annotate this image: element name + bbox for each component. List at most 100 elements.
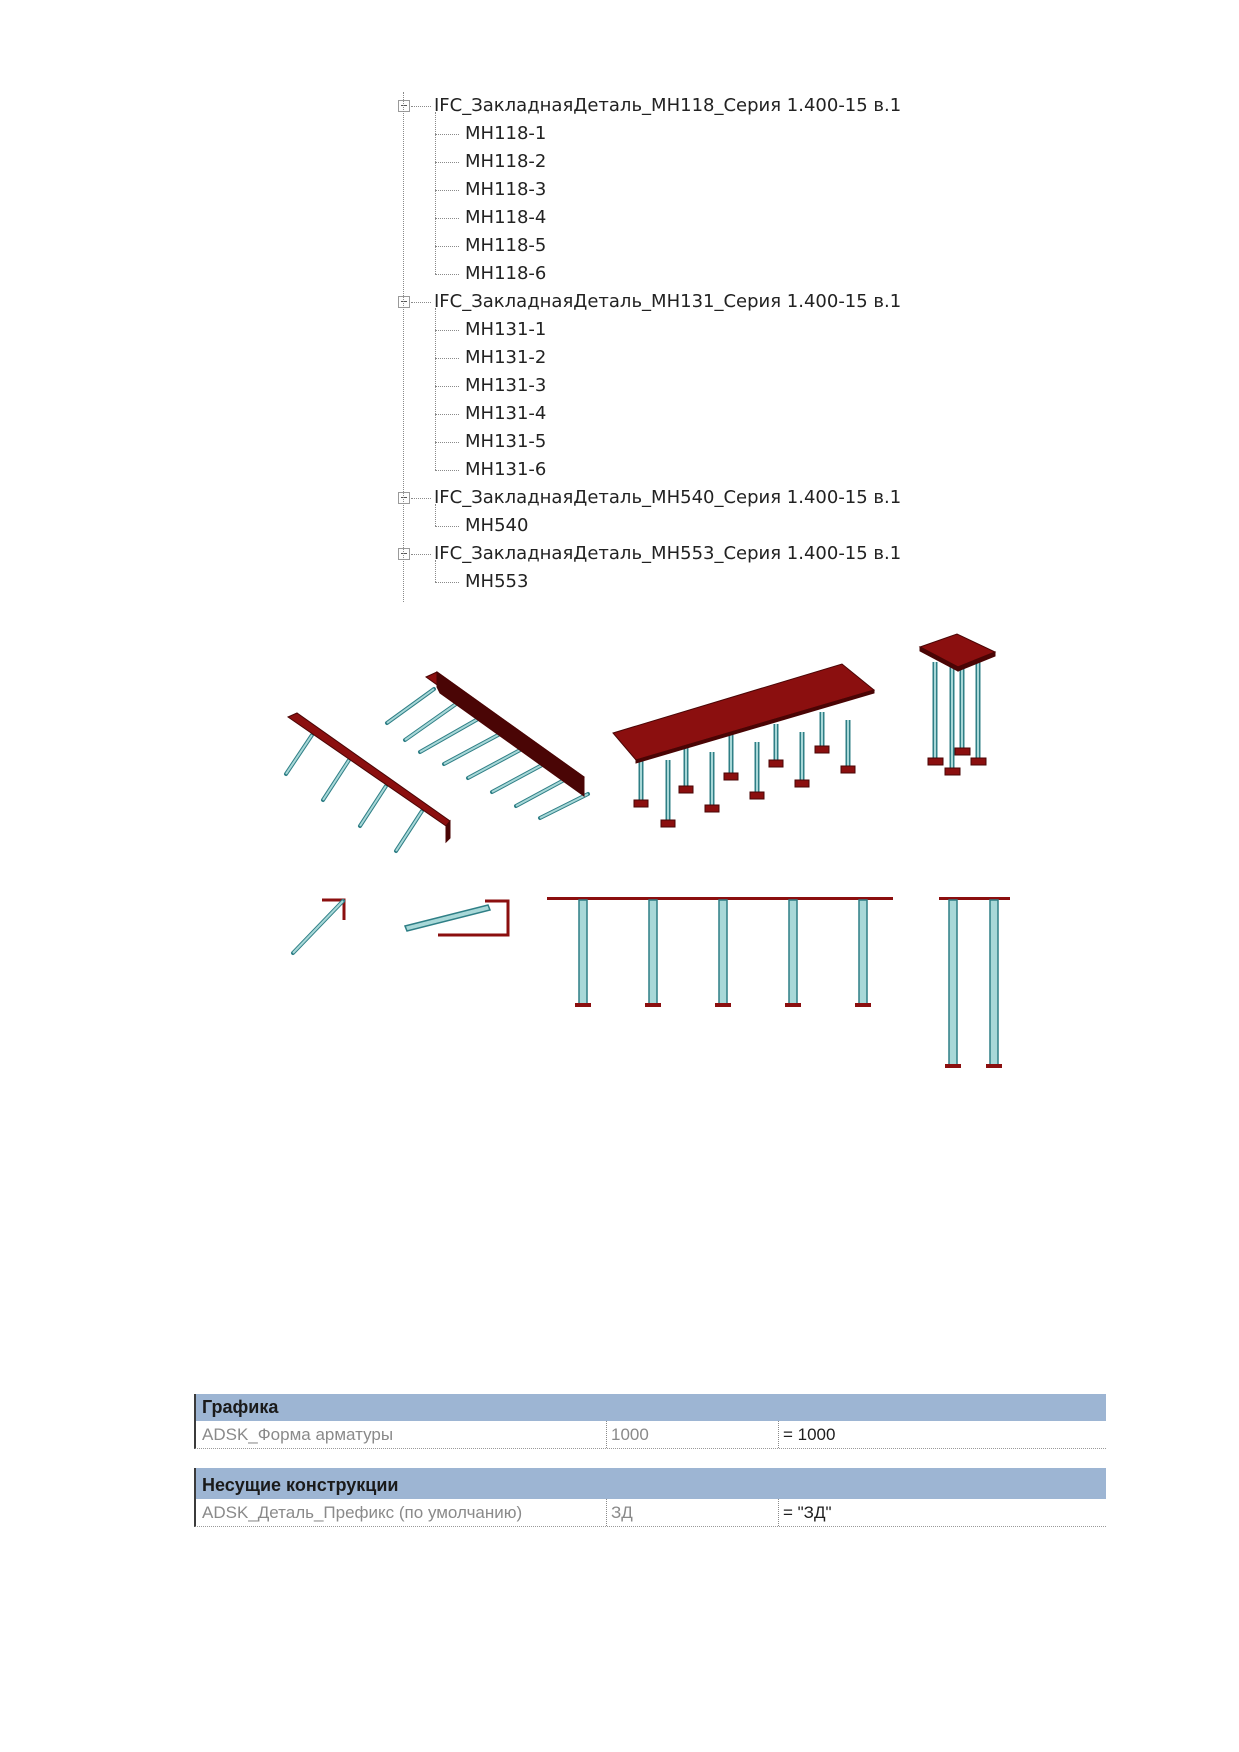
mh540-plate (612, 663, 876, 761)
mh118-anchor-rods (284, 733, 424, 853)
mh540-foot-elev (715, 1003, 731, 1007)
tree-leaf-node[interactable]: МН131-1 (465, 319, 547, 340)
mh540-foot (633, 799, 649, 808)
tree-connector (435, 414, 459, 415)
tree-connector (435, 560, 436, 582)
tree-connector (435, 274, 459, 275)
collapse-toggle-icon[interactable] (398, 548, 410, 560)
section-divider (194, 1468, 1106, 1472)
property-row[interactable]: ADSK_Деталь_Префикс (по умолчанию) ЗД = … (194, 1499, 1106, 1527)
mh553-plate-edge (939, 897, 1010, 900)
tree-group-node[interactable]: IFC_ЗакладнаяДеталь_МН131_Серия 1.400-15… (434, 291, 902, 312)
mh553-rod-feet (927, 747, 987, 776)
mh540-foot (814, 745, 830, 754)
rod-highlight (292, 900, 344, 954)
parameter-value[interactable]: 1000 (606, 1421, 649, 1448)
parameter-formula[interactable]: = 1000 (778, 1421, 835, 1448)
tree-connector (435, 526, 459, 527)
parameter-formula[interactable]: = "ЗД" (778, 1499, 832, 1526)
tree-leaf-node[interactable]: МН131-4 (465, 403, 547, 424)
tree-connector (435, 358, 459, 359)
tree-group-node[interactable]: IFC_ЗакладнаяДеталь_МН118_Серия 1.400-15… (434, 95, 902, 116)
mh553-foot (944, 767, 961, 776)
mh540-feet-elevation (575, 1003, 871, 1007)
tree-connector (435, 308, 436, 470)
iso-view-mh540 (612, 663, 876, 828)
mh540-rod-elev (578, 899, 588, 1005)
mh540-foot-elev (855, 1003, 871, 1007)
tree-leaf-node[interactable]: МН118-2 (465, 151, 547, 172)
tree-leaf-node[interactable]: МН131-6 (465, 459, 547, 480)
mh553-foot (927, 757, 944, 766)
rod-highlight (359, 785, 387, 827)
mh118-plate-side (445, 819, 451, 844)
tree-leaf-node[interactable]: МН118-6 (465, 263, 547, 284)
mh553-rod-elev (989, 899, 999, 1066)
tree-leaf-node[interactable]: МН118-4 (465, 207, 547, 228)
collapse-toggle-icon[interactable] (398, 296, 410, 308)
tree-leaf-node[interactable]: МН118-1 (465, 123, 547, 144)
mh131-angle (438, 899, 510, 937)
mh553-foot (970, 757, 987, 766)
rod-highlight (467, 748, 523, 779)
rod-highlight (539, 793, 589, 819)
mh553-foot (954, 747, 971, 756)
tree-connector (435, 442, 459, 443)
elevation-view-mh540 (547, 897, 893, 1007)
mh540-foot-elev (645, 1003, 661, 1007)
tree-group-node[interactable]: IFC_ЗакладнаяДеталь_МН540_Серия 1.400-15… (434, 487, 902, 508)
property-table-structural: Несущие конструкции ADSK_Деталь_Префикс … (194, 1468, 1106, 1527)
tree-connector (411, 302, 431, 303)
tree-leaf-node[interactable]: МН131-3 (465, 375, 547, 396)
rod-highlight (404, 703, 457, 741)
tree-connector (411, 498, 431, 499)
tree-connector (435, 386, 459, 387)
tree-leaf-node[interactable]: МН553 (465, 571, 529, 592)
mh540-foot-elev (575, 1003, 591, 1007)
mh540-plate-side (635, 689, 875, 764)
tree-group-node[interactable]: IFC_ЗакладнаяДеталь_МН553_Серия 1.400-15… (434, 543, 902, 564)
tree-leaf-node[interactable]: МН118-5 (465, 235, 547, 256)
tree-connector (435, 470, 459, 471)
embedded-parts-views: .plate{fill:#8b0f0f;stroke:#4a0505;strok… (284, 633, 1010, 1068)
rod-highlight (285, 734, 313, 775)
rod-highlight (491, 763, 545, 793)
tree-connector (411, 554, 431, 555)
rod-highlight (515, 778, 567, 807)
rod-highlight (443, 733, 501, 765)
mh540-rod-elev (648, 899, 658, 1005)
tree-connector (435, 190, 459, 191)
mh553-rod-elev (948, 899, 958, 1066)
tree-leaf-node[interactable]: МН131-5 (465, 431, 547, 452)
tree-connector (435, 112, 436, 274)
tree-connector (411, 106, 431, 107)
section-header: Графика (194, 1394, 1106, 1421)
tree-leaf-node[interactable]: МН540 (465, 515, 529, 536)
mh540-foot (768, 759, 784, 768)
tree-connector (435, 134, 459, 135)
tree-leaf-node[interactable]: МН131-2 (465, 347, 547, 368)
mh540-foot (660, 819, 676, 828)
elevation-view-mh553 (939, 897, 1010, 1068)
mh540-foot (678, 785, 694, 794)
mh131-plate-side (436, 671, 585, 797)
tree-leaf-node[interactable]: МН118-3 (465, 179, 547, 200)
iso-view-mh118 (284, 712, 451, 853)
mh540-rod-elev (788, 899, 798, 1005)
mh540-rod-elev (718, 899, 728, 1005)
family-type-tree: IFC_ЗакладнаяДеталь_МН118_Серия 1.400-15… (398, 92, 918, 604)
side-view-mh118 (291, 898, 346, 955)
mh540-foot (840, 765, 856, 774)
mh540-foot (723, 772, 739, 781)
collapse-toggle-icon[interactable] (398, 100, 410, 112)
mh540-rods-elevation (578, 899, 868, 1005)
property-row[interactable]: ADSK_Форма арматуры 1000 = 1000 (194, 1421, 1106, 1449)
mh131-rod-side (403, 904, 492, 932)
mh553-foot-elev (945, 1064, 961, 1068)
mh553-anchor-rods (932, 656, 981, 768)
rod-highlight (386, 688, 435, 724)
parameter-value[interactable]: ЗД (606, 1499, 633, 1526)
collapse-toggle-icon[interactable] (398, 492, 410, 504)
tree-connector (435, 162, 459, 163)
iso-view-mh131 (385, 671, 590, 820)
